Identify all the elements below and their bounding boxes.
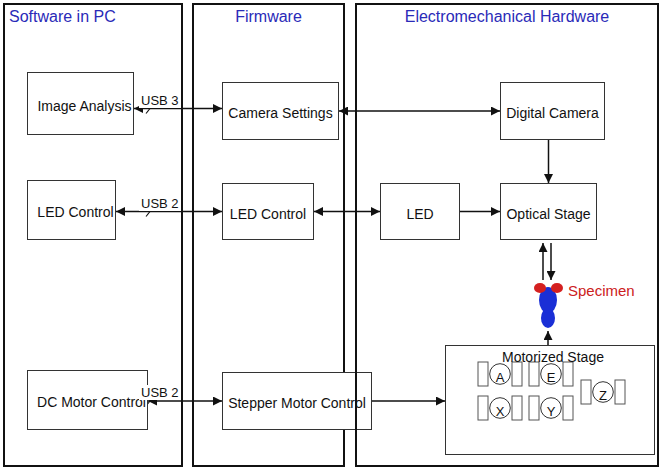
column-title: Software in PC bbox=[9, 8, 116, 26]
axis-letter: E bbox=[547, 370, 556, 385]
box-text: Image Analysis bbox=[37, 98, 131, 116]
box-text: LED Control bbox=[230, 206, 306, 224]
box-text: Optical Stage bbox=[506, 206, 590, 224]
bus-label: USB 3 bbox=[139, 93, 181, 108]
motorized-stage: Motorized StageAEXYZ bbox=[445, 345, 655, 455]
process-box: Optical Stage bbox=[500, 183, 597, 240]
connector-arrow bbox=[314, 211, 380, 213]
process-box: DC Motor Control bbox=[27, 370, 148, 430]
axis-letter: Z bbox=[599, 388, 607, 403]
process-box: LED Control bbox=[222, 183, 314, 240]
axis-circle: X bbox=[489, 397, 511, 419]
process-box: Digital Camera bbox=[500, 82, 605, 140]
connector-arrow bbox=[339, 110, 500, 112]
specimen-figure bbox=[534, 283, 563, 328]
axis-circle: Y bbox=[540, 397, 562, 419]
column-title: Electromechanical Hardware bbox=[357, 8, 657, 26]
process-box: Stepper Motor Control bbox=[222, 372, 372, 430]
axis-letter: Y bbox=[547, 404, 556, 419]
box-text: LED Control bbox=[37, 204, 113, 222]
process-box: Camera Settings bbox=[222, 82, 339, 140]
process-box: Image Analysis bbox=[27, 72, 134, 135]
box-text: DC Motor Control bbox=[37, 394, 146, 412]
box-text: LED bbox=[406, 206, 433, 224]
axis-circle: Z bbox=[592, 381, 614, 403]
connector-arrow bbox=[372, 400, 445, 402]
box-text: Camera Settings bbox=[228, 105, 332, 123]
column-panel: FirmwareCamera SettingsLED ControlSteppe… bbox=[192, 3, 345, 467]
box-text: Stepper Motor Control bbox=[228, 395, 366, 413]
motor-coils bbox=[478, 362, 625, 420]
axis-circle: A bbox=[489, 363, 511, 385]
connector-arrow bbox=[148, 400, 222, 402]
box-text: Digital Camera bbox=[506, 105, 599, 123]
process-box: LED bbox=[380, 183, 460, 240]
axis-letter: X bbox=[496, 404, 505, 419]
bus-label: USB 2 bbox=[139, 196, 181, 211]
column-panel: Electromechanical HardwareDigital Camera… bbox=[355, 3, 659, 467]
bus-label: USB 2 bbox=[139, 385, 181, 400]
axis-letter: A bbox=[496, 370, 505, 385]
axis-circle: E bbox=[540, 363, 562, 385]
connector-arrow bbox=[548, 140, 550, 183]
process-box: LED Control bbox=[27, 180, 116, 240]
column-title: Firmware bbox=[194, 8, 343, 26]
connector-arrow bbox=[460, 211, 500, 213]
part-label: Specimen bbox=[568, 282, 635, 299]
